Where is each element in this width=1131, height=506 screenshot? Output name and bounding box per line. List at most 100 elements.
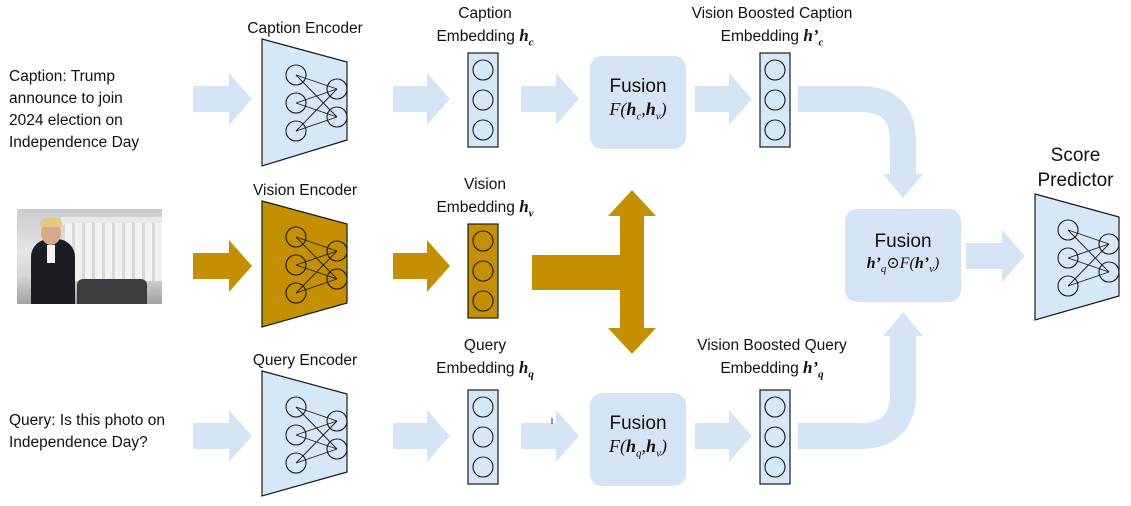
arrow-image-to-vision-encoder — [193, 240, 252, 292]
caption-embedding-symbol: hc — [519, 26, 533, 48]
vision-encoder — [261, 200, 348, 328]
nn-edge — [1067, 271, 1110, 287]
score-predictor-network — [1057, 219, 1120, 297]
caption-embedding-column — [467, 52, 499, 148]
nn-node — [285, 120, 307, 142]
query-embedding-symbol: hq — [518, 358, 534, 381]
caption-fusion-box — [590, 56, 686, 149]
arrow-boosted-caption-head — [883, 174, 923, 198]
nn-node — [1057, 247, 1079, 269]
embedding-unit — [764, 119, 786, 141]
boosted-caption-line2: Embedding h’c — [672, 25, 872, 53]
query-embedding-word: Embedding — [436, 360, 515, 377]
formula-b: h’ — [914, 255, 930, 272]
nn-edge — [295, 250, 338, 266]
formula-a: h’ — [866, 255, 881, 272]
query-embedding-column — [467, 389, 499, 485]
formula-a-sub: q — [636, 447, 642, 460]
nn-edge — [1067, 229, 1110, 245]
formula-a: h — [626, 436, 637, 456]
embedding-unit — [472, 260, 494, 282]
arrow-query-encoder-to-embedding — [393, 410, 450, 462]
arrow-query-fusion-to-boosted — [695, 410, 752, 462]
flow-arrows — [193, 73, 1025, 462]
arrow-vision-split — [532, 190, 656, 354]
symbol-h: h — [518, 358, 529, 377]
query-encoder-network — [285, 396, 348, 474]
caption-embedding-line2: Embedding hc — [415, 25, 555, 53]
boosted-caption-symbol: h’c — [803, 26, 823, 48]
boosted-query-line1: Vision Boosted Query — [697, 337, 847, 354]
nn-node — [326, 268, 348, 290]
nn-edge — [295, 74, 338, 90]
nn-edge — [1067, 243, 1110, 259]
nn-edge — [295, 236, 338, 252]
nn-node — [285, 452, 307, 474]
final-fusion-label: Fusion h’q⊙F(h’v) — [845, 231, 961, 280]
vision-embedding-line1: Vision — [464, 176, 506, 193]
caption-fusion-label: Fusion F(hc,hv) — [590, 76, 686, 128]
query-embedding-line2: Embedding hq — [415, 357, 555, 385]
query-input-line: Independence Day? — [9, 434, 148, 451]
embedding-unit — [764, 396, 786, 418]
boosted-caption-word: Embedding — [720, 28, 800, 45]
nn-node — [285, 64, 307, 86]
query-embedding-label: Query Embedding hq — [415, 335, 555, 385]
formula-b-sub: v — [655, 110, 661, 123]
nn-edge — [295, 116, 338, 132]
formula-b-sub: v — [656, 447, 661, 460]
formula-close: ) — [660, 436, 667, 456]
arrow-caption-to-encoder — [193, 73, 252, 125]
nn-node — [1098, 261, 1120, 283]
caption-encoder-label: Caption Encoder — [247, 20, 363, 37]
query-encoder — [261, 370, 348, 497]
embedding-unit — [472, 230, 494, 252]
query-fusion-label: Fusion F(hq,hv) — [590, 413, 686, 465]
formula-close: ) — [660, 99, 667, 119]
nn-node — [1098, 233, 1120, 255]
query-input-text: Query: Is this photo on Independence Day… — [9, 410, 165, 454]
nn-node — [285, 396, 307, 418]
embedding-unit — [764, 59, 786, 81]
nn-edge — [295, 420, 338, 436]
arrow-caption-encoder-to-embedding — [393, 73, 450, 125]
symbol-sub: q — [528, 368, 534, 381]
input-photo — [17, 209, 162, 304]
arrow-boosted-caption-to-fusion — [798, 86, 916, 176]
boosted-caption-label: Vision Boosted Caption Embedding h’c — [672, 3, 872, 53]
query-embedding-line1: Query — [463, 337, 507, 354]
boosted-query-line2: Embedding h’q — [672, 357, 872, 385]
embedding-unit — [472, 89, 494, 111]
formula-b: h — [646, 436, 657, 456]
embedding-unit — [472, 59, 494, 81]
caption-fusion-title: Fusion — [609, 76, 667, 97]
photo-microphones — [77, 279, 147, 304]
boosted-query-label: Vision Boosted Query Embedding h’q — [672, 335, 872, 385]
arrow-caption-fusion-to-boosted — [695, 73, 752, 125]
query-fusion-box — [590, 393, 686, 486]
nn-node — [326, 106, 348, 128]
score-predictor — [1034, 193, 1120, 321]
photo-shirt — [47, 245, 55, 263]
nn-node — [1057, 275, 1079, 297]
nn-edge — [295, 88, 338, 104]
query-fusion-formula: F(hq,hv) — [609, 436, 667, 460]
nn-node — [1057, 219, 1079, 241]
arrow-query-embedding-to-fusion — [521, 410, 579, 462]
nn-node — [326, 438, 348, 460]
final-fusion-box — [845, 209, 961, 302]
symbol-h-prime: h’ — [803, 358, 819, 377]
boosted-caption-embedding-column — [759, 52, 791, 148]
vision-arrows — [193, 190, 656, 354]
caption-input-line: announce to join — [9, 90, 123, 107]
caption-embedding-word: Embedding — [436, 28, 515, 45]
nn-node — [285, 226, 307, 248]
nn-edge — [295, 448, 338, 464]
arrow-vision-encoder-to-embedding — [393, 240, 450, 292]
formula-close: ) — [934, 255, 940, 272]
caption-encoder — [261, 38, 348, 167]
query-input-line: Query: Is this photo on — [9, 412, 165, 429]
nn-edge — [295, 278, 338, 294]
arrow-caption-embedding-to-fusion — [521, 73, 579, 125]
